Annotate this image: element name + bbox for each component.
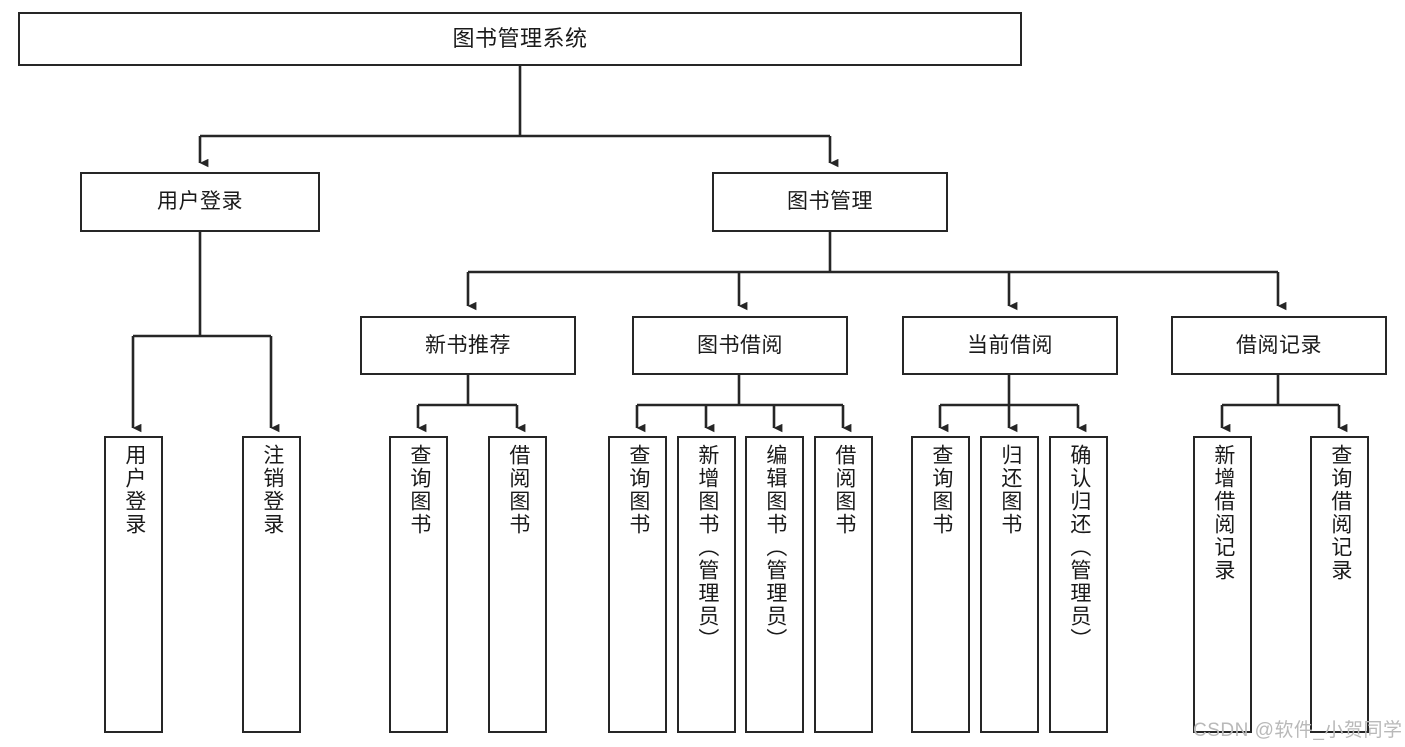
node-leaf-edit-book-admin[interactable]: 编辑图书（管理员） [745,436,804,733]
node-label: 查询图书 [407,444,431,536]
node-label: 借阅图书 [506,444,530,536]
node-label: 用户登录 [122,444,146,536]
node-user-login[interactable]: 用户登录 [80,172,320,232]
node-label: 归还图书 [998,444,1022,536]
node-leaf-add-borrow-record[interactable]: 新增借阅记录 [1193,436,1252,733]
node-leaf-logout[interactable]: 注销登录 [242,436,301,733]
node-label: 图书管理系统 [452,25,588,51]
node-label: 借阅记录 [1236,333,1322,357]
node-leaf-query-books-newbook[interactable]: 查询图书 [389,436,448,733]
node-leaf-query-borrow-record[interactable]: 查询借阅记录 [1310,436,1369,733]
node-label: 新增借阅记录 [1211,444,1235,582]
node-borrow-record[interactable]: 借阅记录 [1171,316,1387,375]
node-label: 编辑图书（管理员） [763,444,787,651]
node-label: 新增图书（管理员） [695,444,719,651]
node-label: 查询图书 [929,444,953,536]
node-root-book-management-system[interactable]: 图书管理系统 [18,12,1022,66]
node-label: 当前借阅 [967,333,1053,357]
node-label: 图书借阅 [697,333,783,357]
node-new-book-recommendation[interactable]: 新书推荐 [360,316,576,375]
node-label: 图书管理 [787,190,873,214]
node-leaf-borrow-books-borrow[interactable]: 借阅图书 [814,436,873,733]
node-label: 借阅图书 [832,444,856,536]
node-leaf-query-books-borrow[interactable]: 查询图书 [608,436,667,733]
node-leaf-add-book-admin[interactable]: 新增图书（管理员） [677,436,736,733]
node-current-borrow[interactable]: 当前借阅 [902,316,1118,375]
node-leaf-user-login[interactable]: 用户登录 [104,436,163,733]
node-leaf-borrow-books-newbook[interactable]: 借阅图书 [488,436,547,733]
node-leaf-return-books[interactable]: 归还图书 [980,436,1039,733]
node-label: 新书推荐 [425,333,511,357]
node-leaf-confirm-return-admin[interactable]: 确认归还（管理员） [1049,436,1108,733]
node-label: 注销登录 [260,444,284,536]
node-label: 查询图书 [626,444,650,536]
node-label: 确认归还（管理员） [1067,444,1091,651]
node-book-management[interactable]: 图书管理 [712,172,948,232]
node-label: 用户登录 [157,190,243,214]
node-label: 查询借阅记录 [1328,444,1352,582]
node-book-borrow[interactable]: 图书借阅 [632,316,848,375]
node-leaf-query-books-current[interactable]: 查询图书 [911,436,970,733]
